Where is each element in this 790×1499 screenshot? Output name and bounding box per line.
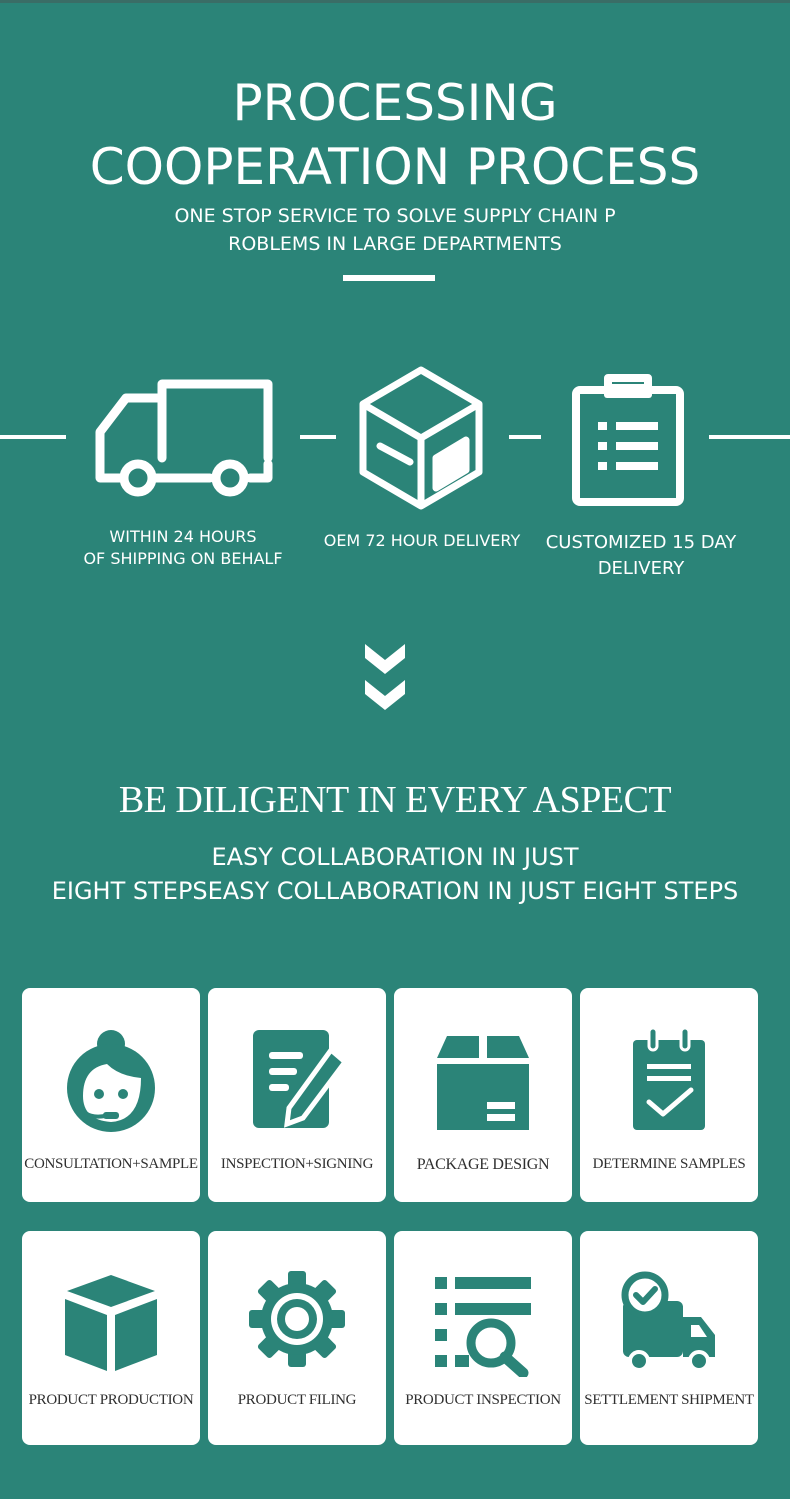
step-card-determine-samples: DETERMINE SAMPLES bbox=[580, 988, 758, 1202]
step-label: DETERMINE SAMPLES bbox=[592, 1156, 746, 1172]
truck-icon bbox=[92, 378, 274, 498]
section-subtitle-line1: EASY COLLABORATION IN JUST bbox=[211, 843, 579, 871]
divider-line bbox=[509, 435, 541, 439]
gear-icon bbox=[249, 1271, 345, 1367]
divider-line bbox=[709, 435, 790, 439]
document-pen-icon bbox=[253, 1030, 347, 1128]
step-label: INSPECTION+SIGNING bbox=[220, 1156, 374, 1172]
section-title: BE DILIGENT IN EVERY ASPECT bbox=[118, 779, 672, 821]
step-card-package-design: PACKAGE DESIGN bbox=[394, 988, 572, 1202]
step-card-consultation: CONSULTATION+SAMPLE bbox=[22, 988, 200, 1202]
cube-icon bbox=[65, 1275, 157, 1371]
delivery-caption-2: OEM 72 HOUR DELIVERY bbox=[323, 531, 521, 550]
step-card-product-production: PRODUCT PRODUCTION bbox=[22, 1231, 200, 1445]
double-chevron-down-icon bbox=[365, 644, 405, 710]
top-band bbox=[0, 0, 790, 3]
section-subtitle-line2: EIGHT STEPSEASY COLLABORATION IN JUST EI… bbox=[51, 877, 739, 905]
step-card-settlement-shipment: SETTLEMENT SHIPMENT bbox=[580, 1231, 758, 1445]
checklist-icon bbox=[633, 1026, 705, 1130]
step-card-product-inspection: PRODUCT INSPECTION bbox=[394, 1231, 572, 1445]
delivery-truck-check-icon bbox=[621, 1271, 715, 1372]
page-subtitle-line2: ROBLEMS IN LARGE DEPARTMENTS bbox=[228, 233, 562, 255]
title-underline bbox=[343, 275, 435, 281]
delivery-caption-1: WITHIN 24 HOURS OF SHIPPING ON BEHALF bbox=[83, 527, 283, 568]
step-label: SETTLEMENT SHIPMENT bbox=[584, 1392, 754, 1408]
page-title-line1: PROCESSING bbox=[232, 74, 558, 132]
divider-line bbox=[0, 435, 66, 439]
page-title-line2: COOPERATION PROCESS bbox=[89, 138, 701, 196]
step-label: PRODUCT PRODUCTION bbox=[28, 1392, 194, 1408]
box-icon bbox=[358, 366, 484, 510]
page-subtitle-line1: ONE STOP SERVICE TO SOLVE SUPPLY CHAIN P bbox=[174, 205, 616, 227]
delivery-caption-3: CUSTOMIZED 15 DAY DELIVERY bbox=[545, 532, 737, 579]
package-icon bbox=[437, 1036, 529, 1130]
customer-service-icon bbox=[67, 1030, 155, 1132]
step-card-inspection-signing: INSPECTION+SIGNING bbox=[208, 988, 386, 1202]
step-label: PRODUCT FILING bbox=[237, 1392, 357, 1408]
divider-line bbox=[300, 435, 336, 439]
clipboard-icon bbox=[568, 368, 688, 508]
step-label: PRODUCT INSPECTION bbox=[405, 1392, 561, 1408]
step-label: CONSULTATION+SAMPLE bbox=[24, 1156, 198, 1172]
step-card-product-filing: PRODUCT FILING bbox=[208, 1231, 386, 1445]
step-label: PACKAGE DESIGN bbox=[416, 1156, 550, 1173]
list-search-icon bbox=[435, 1277, 531, 1377]
